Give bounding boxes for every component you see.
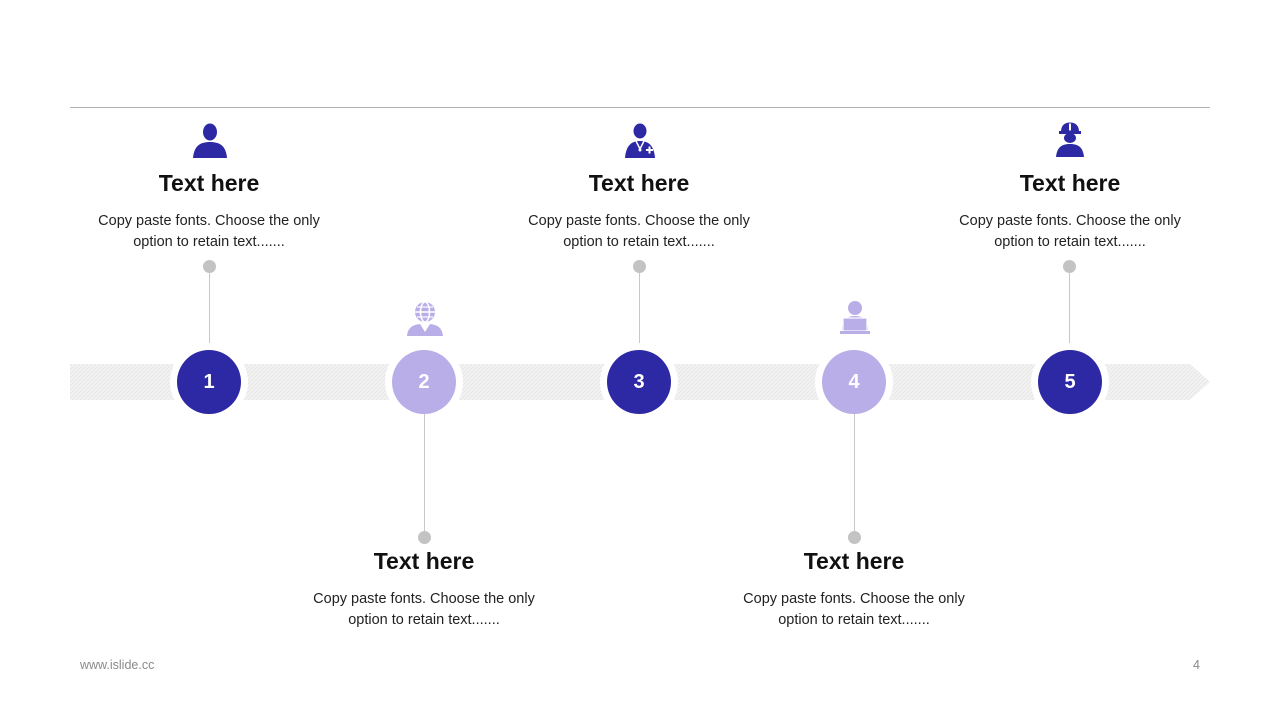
step-4-number: 4 bbox=[848, 370, 860, 393]
step-5-connector bbox=[1069, 272, 1070, 352]
step-1-desc-line-2: option to retain text....... bbox=[133, 234, 285, 250]
doctor-icon bbox=[625, 123, 655, 158]
step-5-description: Copy paste fonts. Choose the only option… bbox=[940, 211, 1200, 253]
step-1-title: Text here bbox=[158, 170, 260, 196]
step-4-dot bbox=[848, 531, 861, 544]
globe-person-icon bbox=[407, 301, 443, 336]
step-4-title: Text here bbox=[803, 548, 905, 574]
step-3-connector bbox=[639, 272, 640, 352]
step-2-title: Text here bbox=[373, 548, 475, 574]
step-2-dot bbox=[418, 531, 431, 544]
step-3-dot bbox=[633, 260, 646, 273]
step-1-description: Copy paste fonts. Choose the only option… bbox=[79, 211, 339, 253]
step-1-dot bbox=[203, 260, 216, 273]
step-1-desc-line-1: Copy paste fonts. Choose the only bbox=[98, 213, 320, 229]
step-5-node: 5 bbox=[1038, 350, 1102, 414]
step-2-description: Copy paste fonts. Choose the only option… bbox=[294, 589, 554, 631]
step-3-node: 3 bbox=[607, 350, 671, 414]
step-2-node: 2 bbox=[392, 350, 456, 414]
step-5-dot bbox=[1063, 260, 1076, 273]
step-3-title: Text here bbox=[588, 170, 690, 196]
worker-helmet-icon bbox=[1056, 122, 1084, 157]
page-number: 4 bbox=[1193, 658, 1200, 672]
step-5-number: 5 bbox=[1064, 370, 1076, 393]
step-3-desc-line-2: option to retain text....... bbox=[563, 234, 715, 250]
step-3-description: Copy paste fonts. Choose the only option… bbox=[509, 211, 769, 253]
step-2-desc-line-1: Copy paste fonts. Choose the only bbox=[313, 591, 535, 607]
step-4-description: Copy paste fonts. Choose the only option… bbox=[724, 589, 984, 631]
step-3-desc-line-1: Copy paste fonts. Choose the only bbox=[528, 213, 750, 229]
step-2-number: 2 bbox=[418, 370, 430, 393]
step-5-desc-line-1: Copy paste fonts. Choose the only bbox=[959, 213, 1181, 229]
person-icon bbox=[193, 123, 227, 158]
step-4-connector bbox=[854, 414, 855, 532]
step-4-node: 4 bbox=[822, 350, 886, 414]
step-2-desc-line-2: option to retain text....... bbox=[348, 612, 500, 628]
footer-url: www.islide.cc bbox=[80, 658, 155, 672]
step-1-node: 1 bbox=[177, 350, 241, 414]
laptop-user-icon bbox=[840, 301, 870, 334]
step-5-desc-line-2: option to retain text....... bbox=[994, 234, 1146, 250]
step-1-connector bbox=[209, 272, 210, 352]
step-2-connector bbox=[424, 414, 425, 532]
step-5-title: Text here bbox=[1019, 170, 1121, 196]
step-4-desc-line-2: option to retain text....... bbox=[778, 612, 930, 628]
top-divider bbox=[70, 107, 1210, 108]
step-1-number: 1 bbox=[203, 370, 215, 393]
step-4-desc-line-1: Copy paste fonts. Choose the only bbox=[743, 591, 965, 607]
step-3-number: 3 bbox=[633, 370, 645, 393]
